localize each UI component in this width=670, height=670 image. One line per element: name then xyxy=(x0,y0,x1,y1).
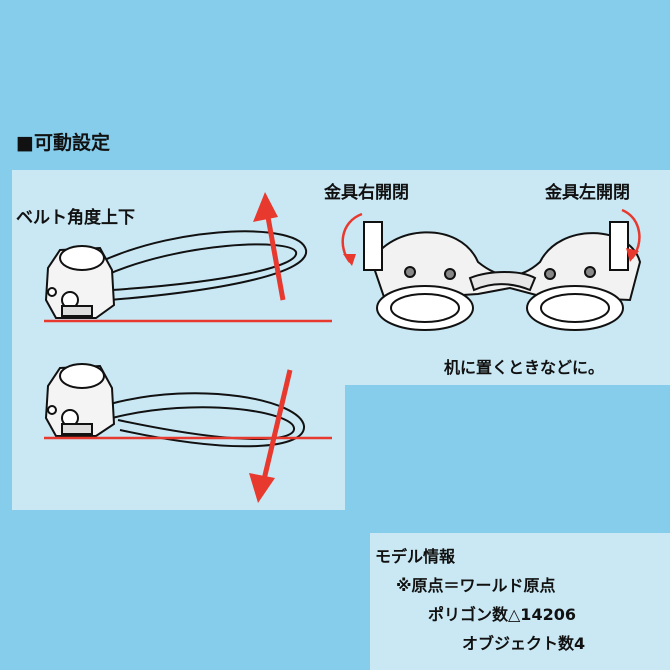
goggles-side-view-belt-up xyxy=(44,230,308,319)
bracket-right-label: 金具右開閉 xyxy=(324,183,409,203)
bracket-left-label: 金具左開閉 xyxy=(545,183,630,203)
goggles-front-view xyxy=(363,221,642,331)
model-origin: ※原点＝ワールド原点 xyxy=(396,576,556,595)
belt-down-arrow xyxy=(249,369,293,503)
model-object-count: オブジェクト数4 xyxy=(462,634,586,653)
goggles-side-view-belt-down xyxy=(44,363,306,448)
belt-up-arrow xyxy=(253,192,286,301)
section-heading: ■可動設定 xyxy=(16,132,110,154)
bracket-left-rotate-arrow xyxy=(621,208,641,262)
bracket-right-rotate-arrow xyxy=(341,212,363,266)
belt-angle-label: ベルト角度上下 xyxy=(16,208,135,228)
model-polygon-count: ポリゴン数△14206 xyxy=(428,605,576,624)
desk-note: 机に置くときなどに。 xyxy=(444,358,605,377)
model-info-title: モデル情報 xyxy=(375,547,456,566)
model-info-panel xyxy=(370,533,670,670)
